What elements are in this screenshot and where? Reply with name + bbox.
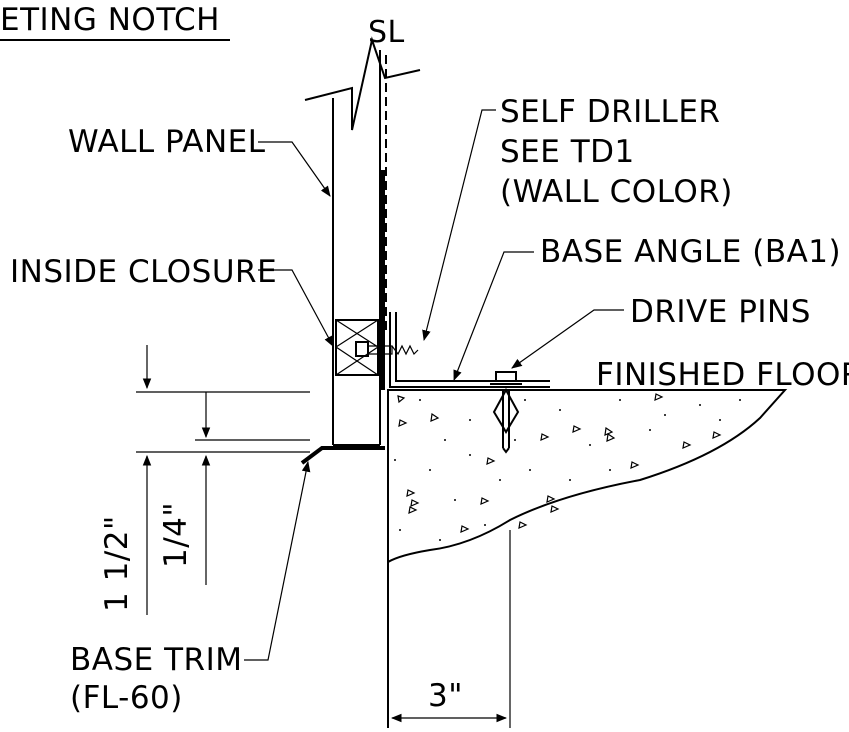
label-self-driller-2: SEE TD1 [500, 134, 635, 170]
inside-closure-hatch [335, 319, 380, 376]
label-self-driller-3: (WALL COLOR) [500, 174, 733, 210]
concrete-stipple [394, 399, 741, 541]
leader-drive-pins [511, 309, 624, 369]
concrete-slab [387, 389, 788, 564]
dim-width: 3" [428, 678, 463, 714]
label-base-trim-1: BASE TRIM [70, 642, 242, 678]
screw-shaft [368, 345, 393, 355]
drive-pin-head [495, 371, 517, 382]
detail-title: ETING NOTCH [0, 2, 220, 38]
concrete-aggregate [397, 393, 722, 533]
leader-base-angle [453, 251, 534, 382]
leader-wall-panel [258, 141, 331, 197]
label-drive-pins: DRIVE PINS [630, 294, 811, 330]
label-base-angle: BASE ANGLE (BA1) [540, 234, 841, 270]
label-base-trim-2: (FL-60) [70, 680, 183, 716]
screw-threads [391, 344, 419, 356]
drive-pin-anchor [492, 387, 520, 434]
label-self-driller-1: SELF DRILLER [500, 94, 720, 130]
label-finished-floor: FINISHED FLOOR [596, 357, 849, 393]
drive-pin-tip [502, 447, 510, 454]
base-angle-inner [395, 312, 550, 382]
leader-inside-closure [258, 269, 334, 347]
label-inside-closure: INSIDE CLOSURE [10, 254, 277, 290]
label-wall-panel: WALL PANEL [68, 124, 266, 160]
leader-base-trim [244, 460, 311, 661]
leader-self-driller [422, 109, 496, 342]
dim-height-small: 1/4" [158, 502, 194, 568]
break-line [304, 36, 421, 131]
screw-head [355, 341, 369, 357]
base-trim [300, 446, 385, 465]
dim-height-large: 1 1/2" [99, 515, 135, 612]
base-angle [389, 312, 550, 388]
inside-closure-hatch-2 [334, 319, 379, 376]
